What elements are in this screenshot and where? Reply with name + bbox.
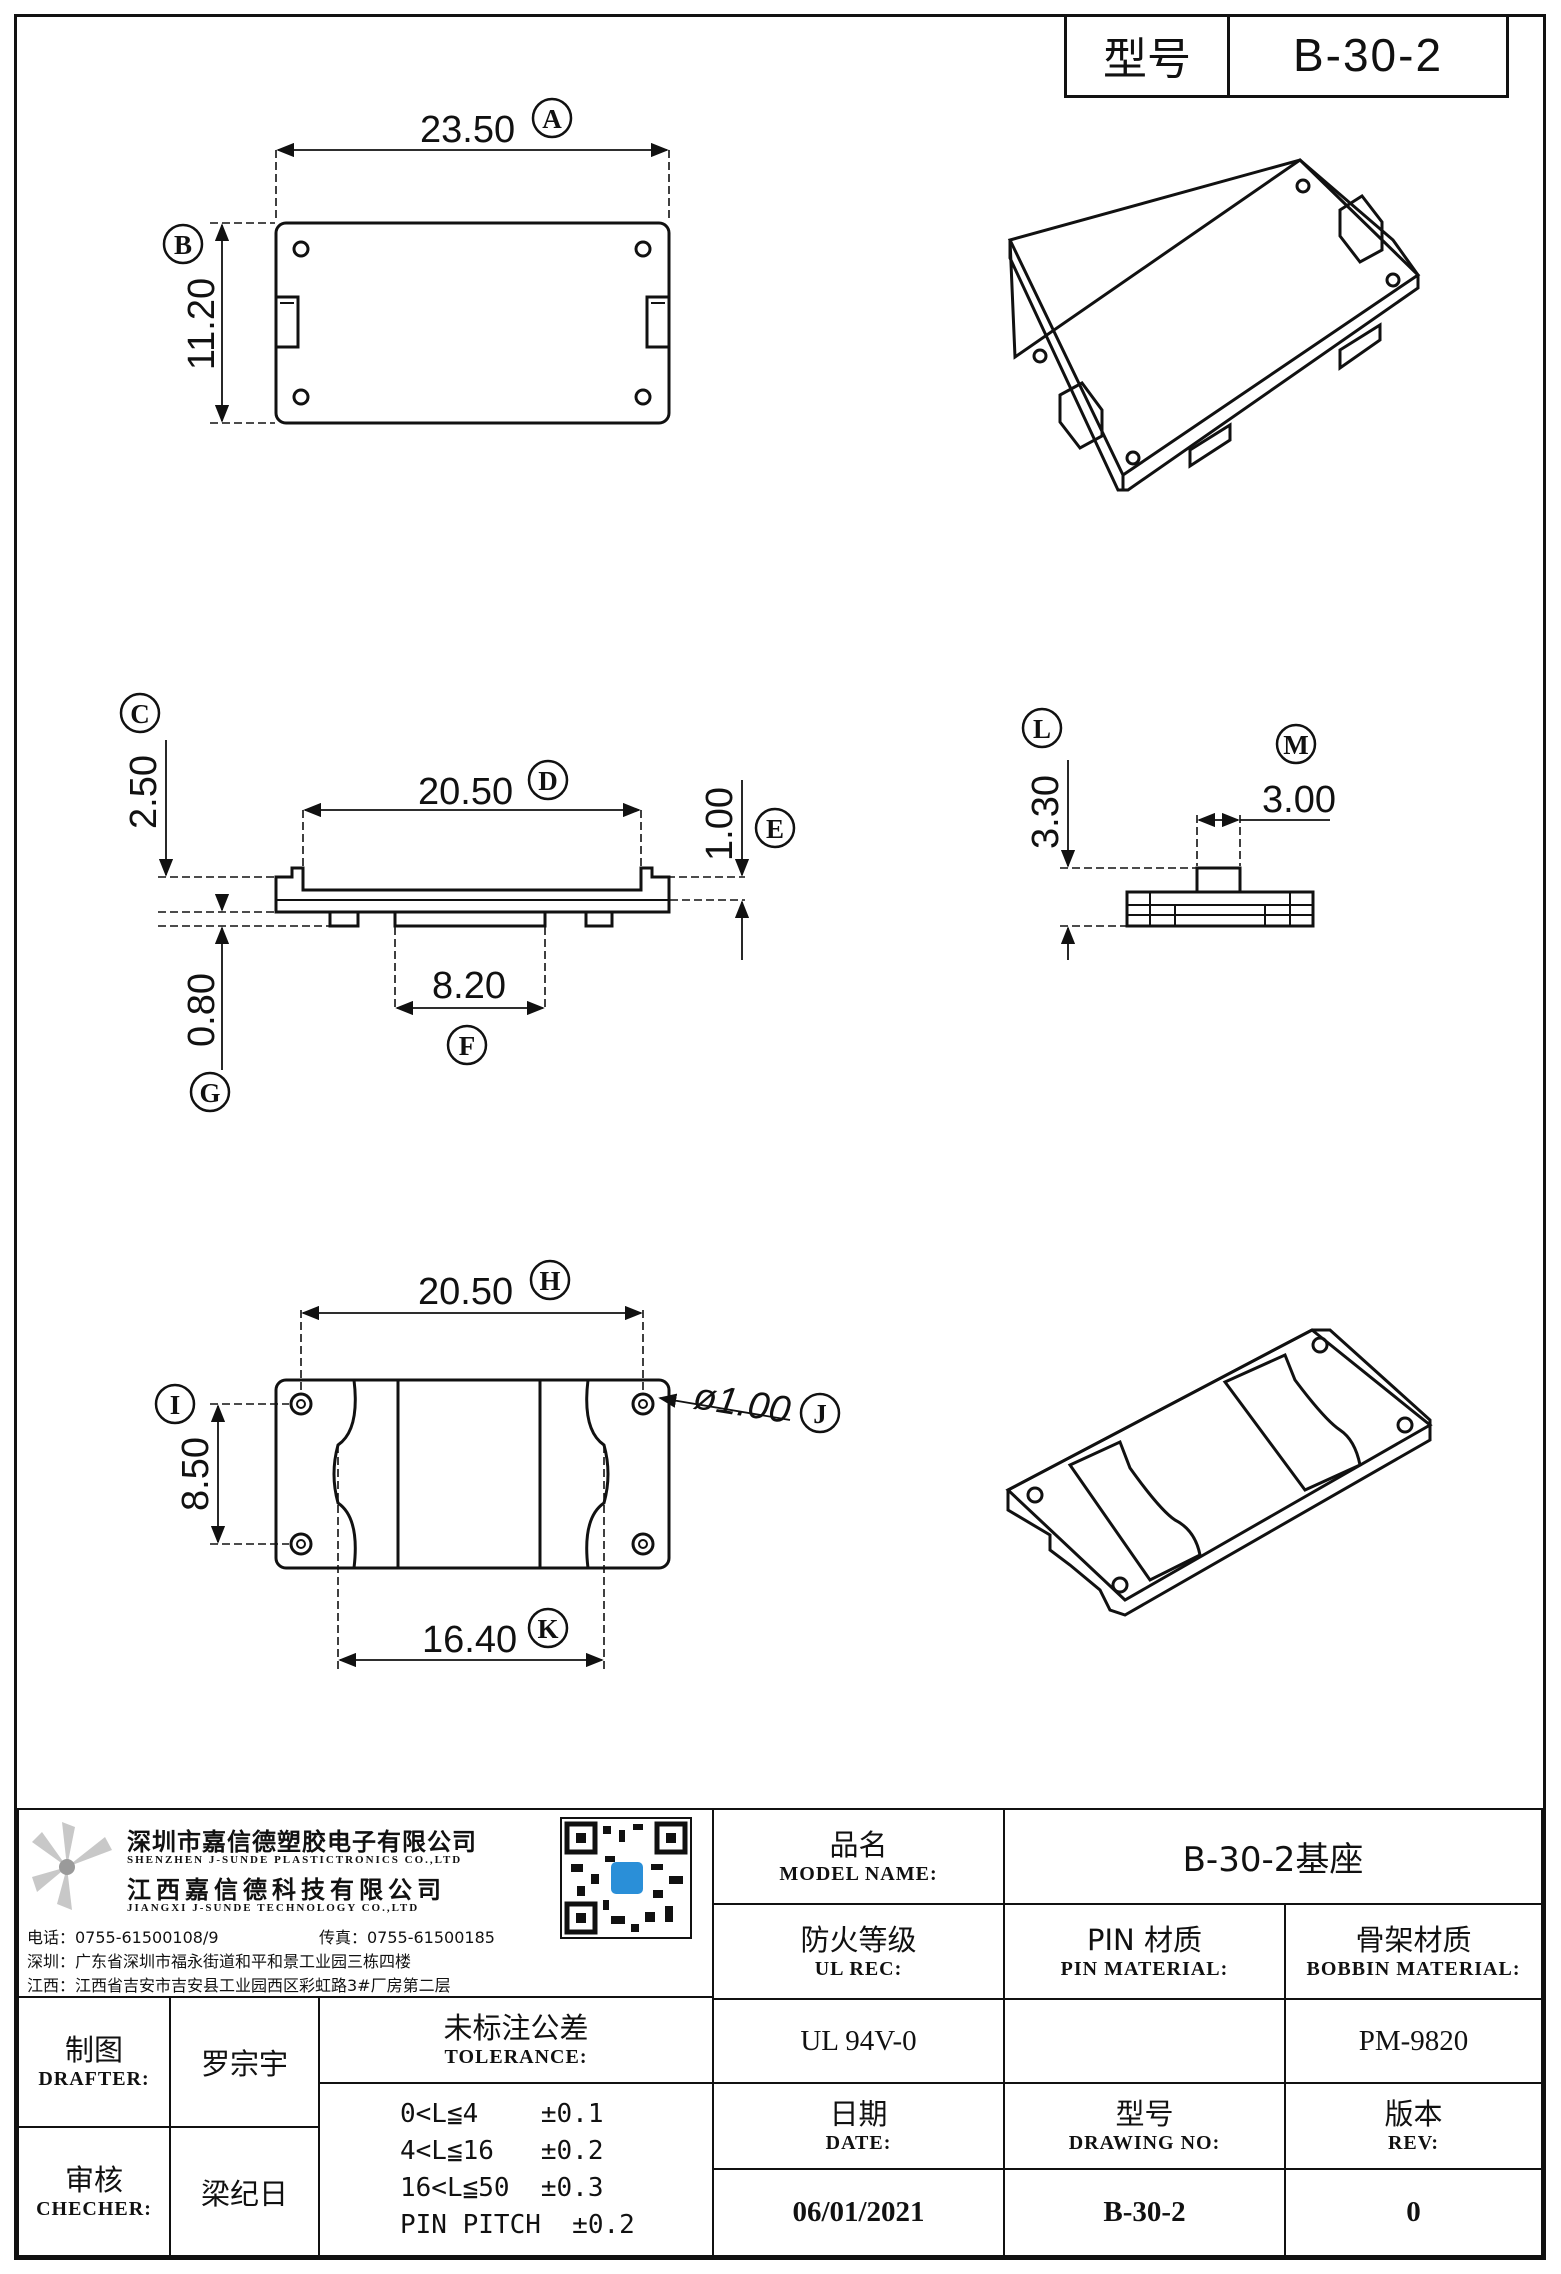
company-address-jiangxi: 江西：江西省吉安市吉安县工业园西区彩虹路3#厂房第二层 [27,1976,451,1995]
date-value: 06/01/2021 [712,2168,1005,2257]
model-header-key: 型号 [1067,14,1230,95]
company-name-en-2: JIANGXI J-SUNDE TECHNOLOGY CO.,LTD [127,1902,420,1914]
label-B: B [162,223,204,265]
company-info: 深圳市嘉信德塑胶电子有限公司 SHENZHEN J-SUNDE PLASTICT… [17,1808,714,1998]
drafter-value: 罗宗宇 [169,1996,320,2128]
company-phone: 电话：0755-61500108/9 [27,1928,219,1947]
model-header-value: B-30-2 [1292,28,1444,81]
label-J: J [799,1392,841,1434]
tolerance-row-1: 0<L≦4 ±0.1 [400,2098,604,2129]
drawing-no-value: B-30-2 [1003,2168,1286,2257]
label-C: C [119,692,161,734]
svg-text:M: M [1283,730,1308,760]
model-name-header: 品名 MODEL NAME: [712,1808,1005,1905]
pin-material-value [1003,1998,1286,2084]
isometric-view-bottom [1005,1328,1433,1617]
date-header: 日期 DATE: [712,2082,1005,2170]
technical-drawing: 23.50 11.20 2.50 20.50 1.00 8.20 0.80 20… [119,97,1433,1670]
model-name-value: B-30-2基座 [1003,1808,1543,1905]
dimension-texts: 23.50 11.20 2.50 20.50 1.00 8.20 0.80 20… [123,109,1336,1661]
tolerance-row-2: 4<L≦16 ±0.2 [400,2135,604,2166]
svg-text:L: L [1033,714,1051,744]
company-fax: 传真：0755-61500185 [319,1928,495,1947]
dim-F-text: 8.20 [432,965,506,1007]
ul-rec-header: 防火等级 UL REC: [712,1903,1005,2000]
svg-text:A: A [542,104,562,134]
label-K: K [527,1607,569,1649]
label-D: D [527,759,569,801]
company-name-cn-1: 深圳市嘉信德塑胶电子有限公司 [127,1828,477,1856]
checker-header: 审核 CHECHER: [17,2126,171,2257]
dim-I-text: 8.50 [175,1437,217,1511]
rev-header: 版本 REV: [1284,2082,1543,2170]
dim-C-text: 2.50 [123,755,165,829]
dim-J-text: ø1.00 [691,1375,794,1432]
rev-value: 0 [1284,2168,1543,2257]
svg-text:C: C [130,699,150,729]
label-I: I [154,1383,196,1425]
dim-D-text: 20.50 [418,771,513,813]
label-E: E [754,807,796,849]
drawing-no-header: 型号 DRAWING NO: [1003,2082,1286,2170]
isometric-view-top [1007,158,1421,492]
tolerance-header: 未标注公差 TOLERANCE: [318,1996,714,2084]
svg-text:F: F [459,1031,476,1061]
circled-labels: A B C D E F G H I J K L M [119,97,1317,1649]
svg-text:D: D [538,766,558,796]
model-header: 型号 B-30-2 [1064,14,1509,98]
dim-E-text: 1.00 [699,787,741,861]
label-H: H [529,1259,571,1301]
bottom-view [274,1378,671,1570]
checker-value: 梁纪日 [169,2126,320,2257]
label-A: A [531,97,573,139]
dim-K-text: 16.40 [422,1619,517,1661]
drafter-header: 制图 DRAFTER: [17,1996,171,2128]
label-G: G [189,1071,231,1113]
svg-text:B: B [174,230,192,260]
label-L: L [1021,707,1063,749]
tolerance-table: 0<L≦4 ±0.1 4<L≦16 ±0.2 16<L≦50 ±0.3 PIN … [318,2082,714,2257]
svg-text:E: E [766,814,784,844]
dim-H-text: 20.50 [418,1271,513,1313]
title-block: 深圳市嘉信德塑胶电子有限公司 SHENZHEN J-SUNDE PLASTICT… [17,1808,1543,2257]
company-name-cn-2: 江西嘉信德科技有限公司 [127,1876,446,1904]
dim-L-text: 3.30 [1025,775,1067,849]
bobbin-material-value: PM-9820 [1284,1998,1543,2084]
side-view [1125,866,1315,928]
company-logo-icon [32,1822,112,1910]
dim-G-text: 0.80 [181,973,223,1047]
label-M: M [1275,723,1317,765]
company-address-shenzhen: 深圳：广东省深圳市福永街道和平和景工业园三栋四楼 [27,1952,412,1971]
label-F: F [446,1024,488,1066]
drawing-sheet [14,14,1546,2260]
dim-B-text: 11.20 [181,278,223,370]
tolerance-row-3: 16<L≦50 ±0.3 [400,2172,604,2203]
bobbin-material-header: 骨架材质 BOBBIN MATERIAL: [1284,1903,1543,2000]
tolerance-row-4: PIN PITCH ±0.2 [400,2209,635,2240]
dim-M-text: 3.00 [1262,779,1336,821]
svg-text:K: K [537,1614,558,1644]
ul-rec-value: UL 94V-0 [712,1998,1005,2084]
svg-text:I: I [170,1390,181,1420]
svg-text:H: H [539,1266,560,1296]
pin-material-header: PIN 材质 PIN MATERIAL: [1003,1903,1286,2000]
dim-A-text: 23.50 [420,109,515,151]
company-name-en-1: SHENZHEN J-SUNDE PLASTICTRONICS CO.,LTD [127,1854,463,1866]
svg-text:J: J [813,1399,827,1429]
qr-code-icon [560,1817,692,1939]
svg-text:G: G [199,1078,220,1108]
top-view [274,221,671,425]
front-view [274,866,671,928]
